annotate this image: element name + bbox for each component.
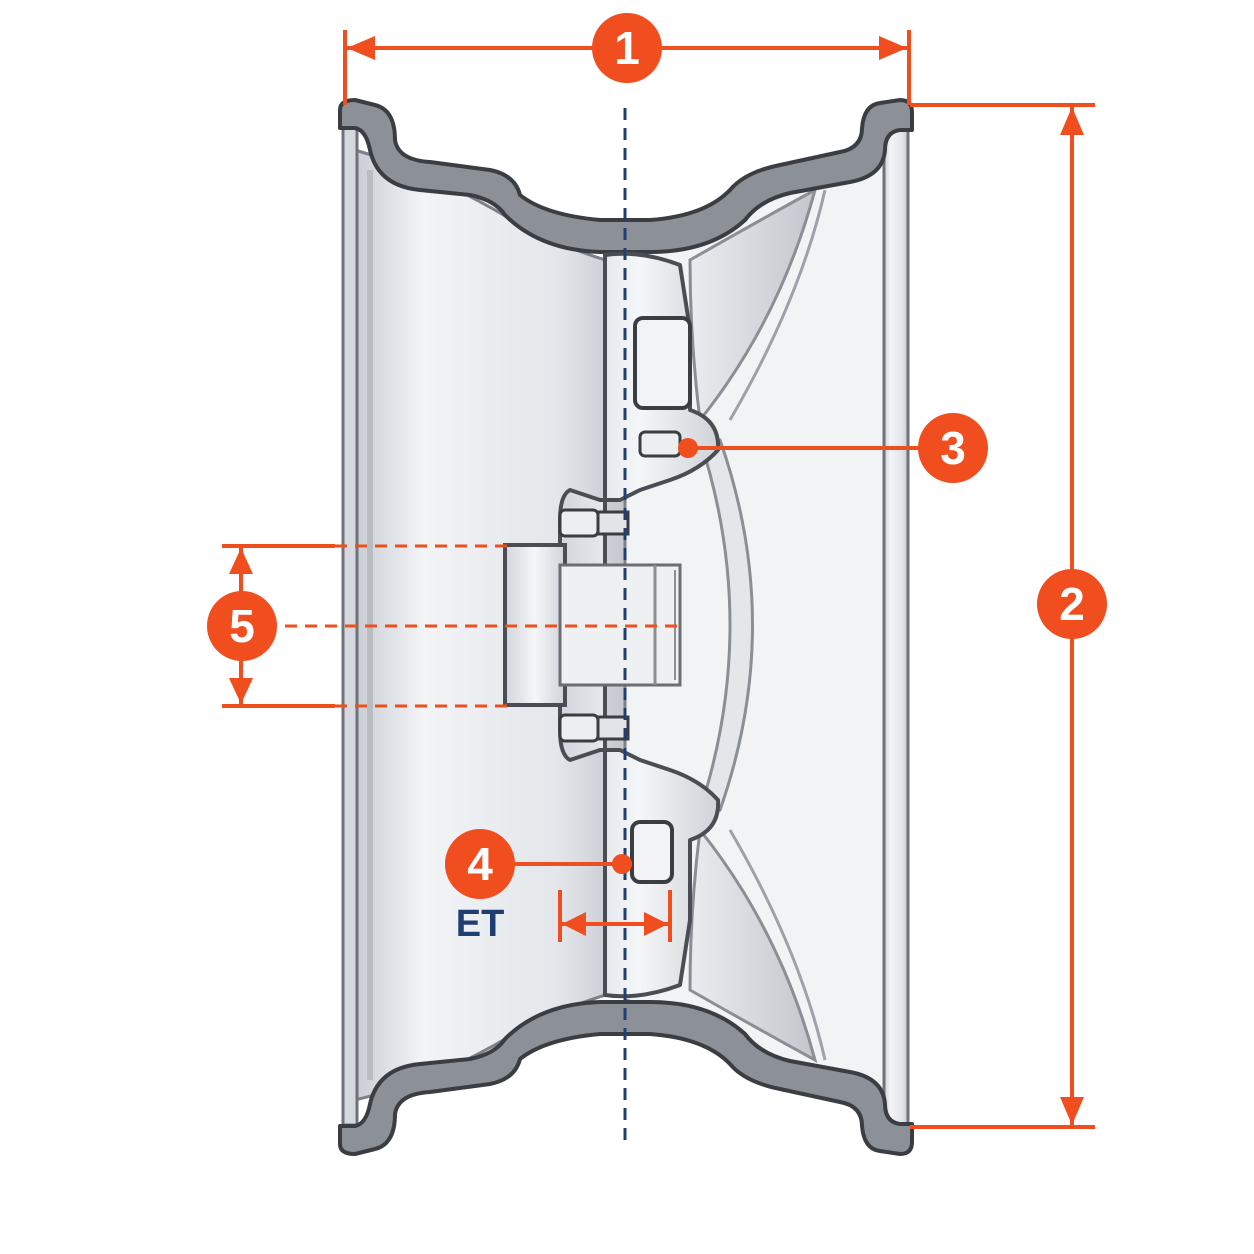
svg-text:1: 1 [614,22,640,74]
svg-text:4: 4 [467,838,493,890]
dimension-offset [495,854,672,942]
dimension-center-bore [222,544,680,708]
offset-label: ET [456,903,505,945]
lug-bolt-lower [558,713,600,743]
svg-text:5: 5 [229,600,255,652]
spoke-center [697,438,754,812]
mounting-pad-lower [630,820,674,884]
wheel-cross-section [338,98,914,1156]
rim-profile-top [338,98,914,254]
mounting-pad-upper [633,316,692,410]
hub-stud-small [638,430,682,458]
lug-bolt-upper [558,508,600,538]
marker-1: 1 [592,13,662,83]
svg-text:2: 2 [1059,578,1085,630]
dimension-rim-diameter [910,103,1095,1129]
marker-3: 3 [918,413,988,483]
marker-4: 4 [445,829,515,899]
dimension-bolt-hole [678,438,935,458]
svg-text:3: 3 [940,422,966,474]
spoke-upper [688,187,818,424]
rim-outer-lip [882,123,910,1127]
marker-5: 5 [207,591,277,661]
hub-flange [558,563,682,687]
spoke-lower [688,826,818,1063]
marker-2: 2 [1037,569,1107,639]
